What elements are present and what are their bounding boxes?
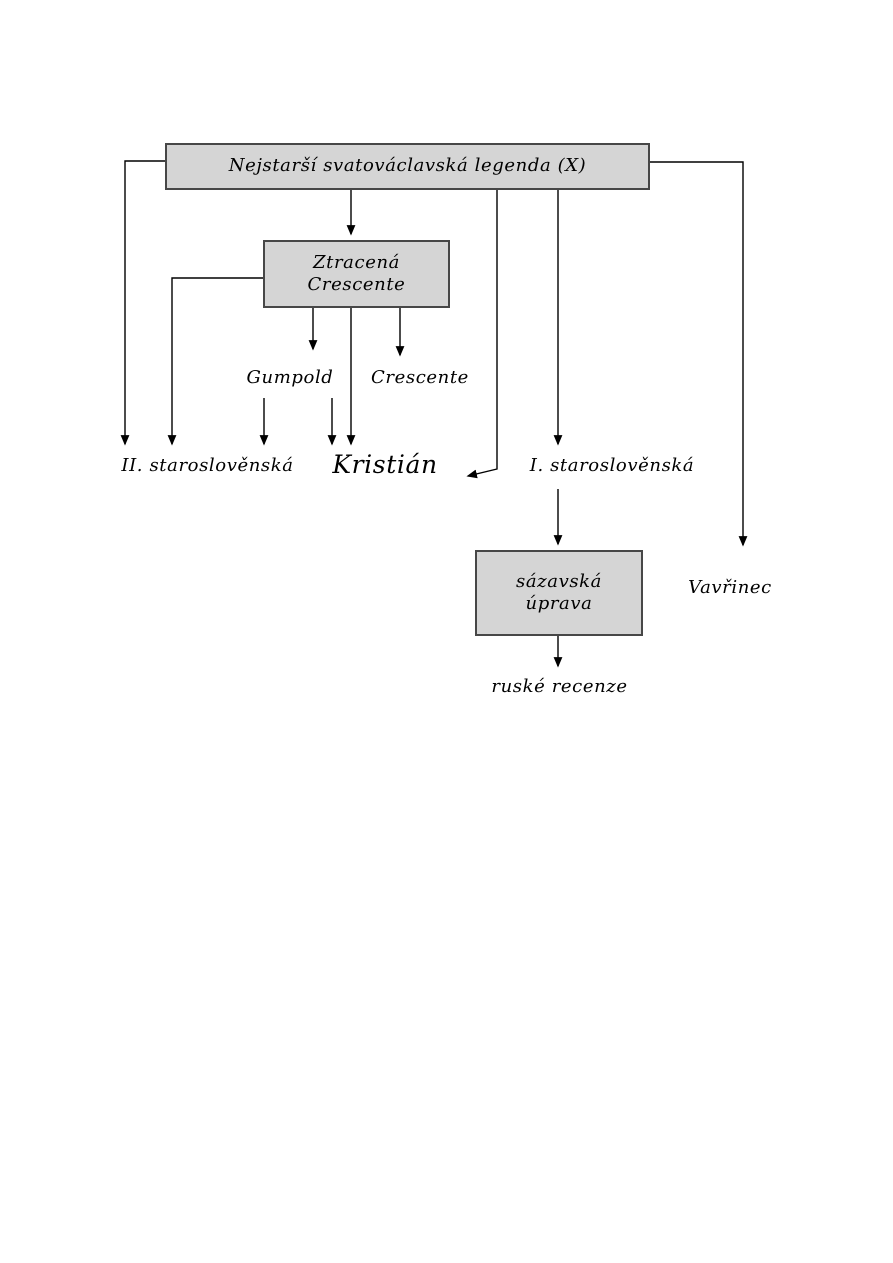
node-vavrinec-label: Vavřinec xyxy=(688,577,772,598)
node-ii-staroslovenska-label: II. staroslověnská xyxy=(121,455,294,476)
node-ruske-recenze-label: ruské recenze xyxy=(491,676,628,697)
node-ztracena-crescente-line1: Ztracená xyxy=(313,251,400,273)
edge-root-to-ii-staroslovenska xyxy=(120,160,165,446)
node-root-box: Nejstarší svatováclavská legenda (X) xyxy=(165,143,650,190)
node-sazavska-uprava-line2: úprava xyxy=(525,593,593,614)
edge-ztracena-to-ii-staroslovenska xyxy=(167,277,263,446)
node-root-label: Nejstarší svatováclavská legenda (X) xyxy=(228,155,587,177)
node-i-staroslovenska-label: I. staroslověnská xyxy=(529,455,695,476)
node-kristian-label: Kristián xyxy=(332,450,438,479)
edge-root-to-vavrinec xyxy=(650,161,748,547)
node-sazavska-uprava-box: sázavská úprava xyxy=(475,550,643,636)
edge-root-to-kristian xyxy=(466,190,498,479)
node-ztracena-crescente-line2: Crescente xyxy=(307,274,406,295)
node-gumpold-label: Gumpold xyxy=(246,367,334,388)
node-ztracena-crescente-box: Ztracená Crescente xyxy=(263,240,450,308)
node-sazavska-uprava-line1: sázavská xyxy=(515,570,603,592)
node-crescente-label: Crescente xyxy=(371,367,469,388)
